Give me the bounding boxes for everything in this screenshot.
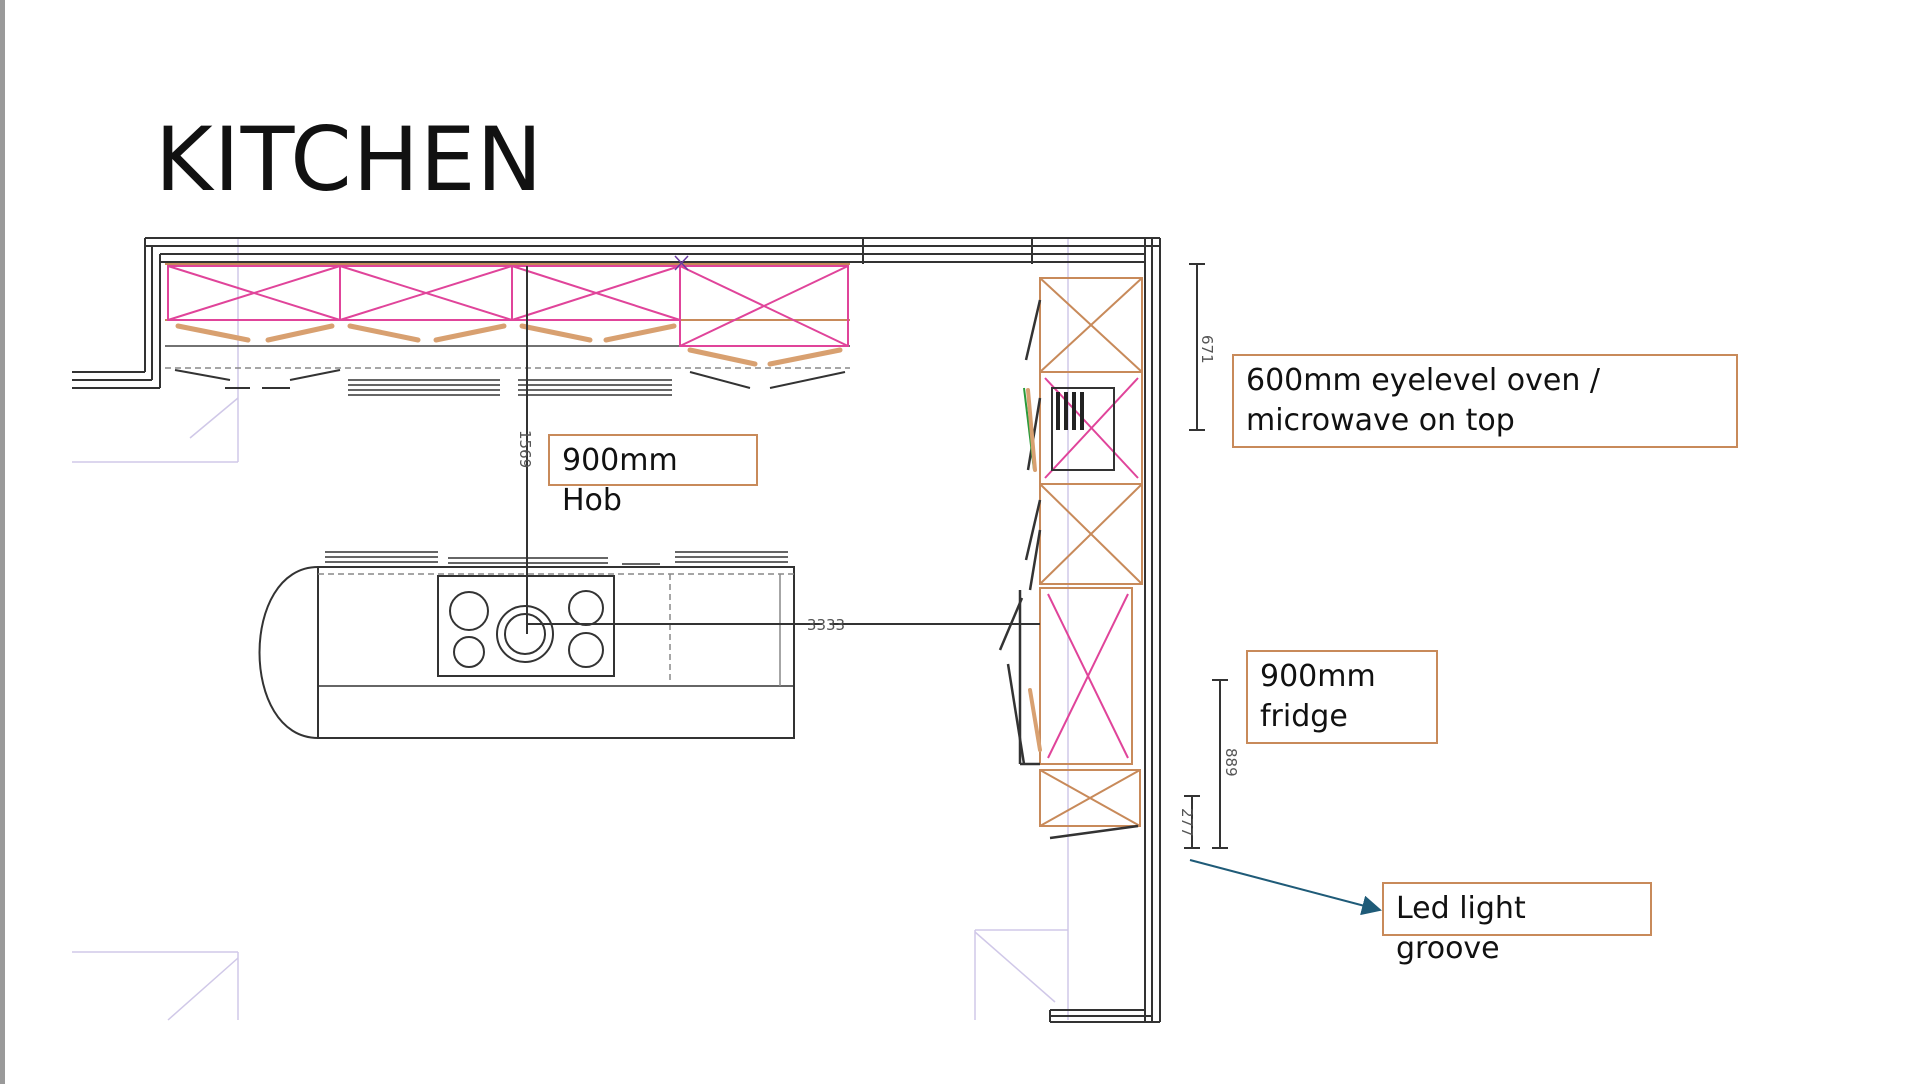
fridge-label: 900mm fridge xyxy=(1246,650,1438,744)
guide-lines xyxy=(72,238,1069,1021)
walls xyxy=(72,237,1161,1023)
led-label: Led light groove xyxy=(1382,882,1652,966)
page-title: KITCHEN xyxy=(155,108,544,211)
right-tall-units xyxy=(998,277,1143,840)
dim-island-to-units: 3333 xyxy=(807,616,845,634)
dim-hob-to-wall: 1569 xyxy=(516,430,534,468)
dim-led-gap: 277 xyxy=(1178,808,1196,837)
slide-left-border xyxy=(0,0,5,1084)
dimension-lines xyxy=(526,263,1228,849)
top-wall-units xyxy=(165,255,850,396)
hob-label: 900mm Hob xyxy=(548,434,758,518)
led-arrow xyxy=(1189,859,1382,916)
island-unit xyxy=(258,551,795,739)
oven-label: 600mm eyelevel oven / microwave on top xyxy=(1232,354,1738,448)
dim-oven-upper: 671 xyxy=(1198,335,1216,364)
dim-fridge-height: 889 xyxy=(1222,748,1240,777)
